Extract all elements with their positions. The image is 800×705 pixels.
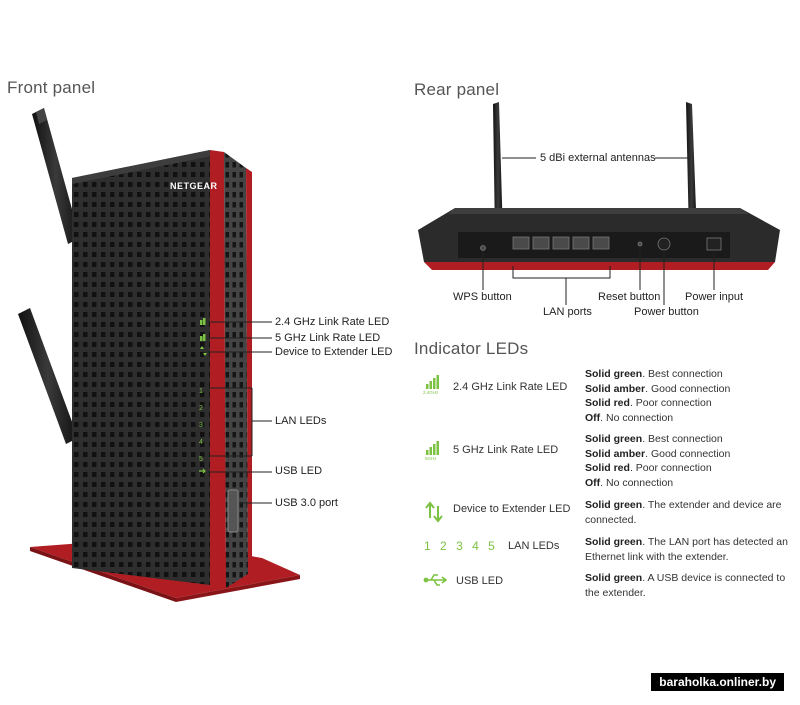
state-bold: Solid red bbox=[585, 397, 630, 409]
front-antenna-lower bbox=[18, 308, 78, 444]
state-text: . Poor connection bbox=[629, 397, 712, 409]
indicator-leds-heading: Indicator LEDs bbox=[414, 339, 529, 358]
front-lan-numbers: 1 2 3 4 5 bbox=[199, 383, 203, 468]
signal-bars-icon-24 bbox=[426, 375, 439, 389]
state-text: . Best connection bbox=[642, 433, 723, 445]
indicator-name: Device to Extender LED bbox=[453, 503, 571, 515]
indicator-name: 2.4 GHz Link Rate LED bbox=[453, 381, 568, 393]
rear-ports bbox=[480, 236, 722, 251]
front-antenna-upper bbox=[32, 108, 80, 244]
brand-logo: NETGEAR bbox=[170, 181, 218, 191]
state-bold: Solid green bbox=[585, 536, 643, 548]
numbers-icon: 1 2 3 4 5 bbox=[424, 539, 495, 553]
state-bold: Off bbox=[585, 411, 601, 424]
front-led-column bbox=[199, 318, 207, 474]
front-callout-lines bbox=[208, 321, 272, 504]
label-lan-leds: LAN LEDs bbox=[275, 415, 327, 427]
indicator-name: USB LED bbox=[456, 575, 504, 587]
rear-antenna-right bbox=[686, 102, 697, 236]
label-24ghz-led: 2.4 GHz Link Rate LED bbox=[275, 316, 390, 328]
extender-body bbox=[72, 150, 252, 588]
label-power-input: Power input bbox=[685, 291, 744, 303]
indicator-description: Solid green. Best connection Solid amber… bbox=[585, 367, 790, 425]
state-text: . Good connection bbox=[645, 447, 731, 460]
icon-caption-5: 5GHz bbox=[425, 456, 437, 461]
label-wps-button: WPS button bbox=[453, 291, 512, 303]
state-text: . The LAN port has detected an Ethernet … bbox=[585, 536, 788, 563]
indicator-description: Solid green. The LAN port has detected a… bbox=[585, 535, 795, 564]
label-antennas: 5 dBi external antennas bbox=[540, 152, 656, 164]
rear-callout-lines bbox=[482, 248, 715, 305]
state-text: . Good connection bbox=[645, 382, 731, 395]
state-bold: Solid red bbox=[585, 462, 630, 474]
state-text: . No connection bbox=[600, 476, 674, 489]
icon-caption-24: 2.4GHz bbox=[423, 390, 439, 395]
state-bold: Solid amber bbox=[585, 447, 646, 460]
front-lan-number: 1 bbox=[199, 388, 203, 395]
label-reset-button: Reset button bbox=[598, 291, 661, 303]
label-lan-ports: LAN ports bbox=[543, 306, 592, 318]
state-text: . The extender and device are connected. bbox=[585, 499, 782, 526]
usb-icon bbox=[423, 574, 448, 586]
indicator-description: Solid green. The extender and device are… bbox=[585, 498, 790, 527]
label-usb-port: USB 3.0 port bbox=[275, 497, 338, 509]
front-lan-number: 2 bbox=[199, 405, 203, 412]
lan-number: 1 bbox=[424, 539, 431, 553]
state-bold: Solid green bbox=[585, 499, 643, 511]
up-down-arrows-icon bbox=[425, 501, 443, 523]
label-device-extender-led: Device to Extender LED bbox=[275, 346, 393, 358]
wps-button-dot bbox=[480, 245, 486, 251]
indicator-description: Solid green. A USB device is connected t… bbox=[585, 571, 795, 600]
rear-antenna-left bbox=[493, 102, 503, 236]
front-lan-number: 4 bbox=[199, 439, 203, 446]
state-bold: Solid green bbox=[585, 433, 643, 445]
state-text: . Best connection bbox=[642, 368, 723, 380]
front-lan-number: 3 bbox=[199, 422, 203, 429]
state-bold: Solid green bbox=[585, 368, 643, 380]
lan-number: 2 bbox=[440, 539, 447, 553]
label-usb-led: USB LED bbox=[275, 465, 323, 477]
label-5ghz-led: 5 GHz Link Rate LED bbox=[275, 332, 381, 344]
signal-bars-icon-5 bbox=[426, 441, 439, 455]
usb-port-slot bbox=[227, 489, 239, 533]
label-power-button: Power button bbox=[634, 306, 699, 318]
state-text: . No connection bbox=[600, 411, 674, 424]
indicator-name: LAN LEDs bbox=[508, 540, 560, 552]
indicator-name: 5 GHz Link Rate LED bbox=[453, 444, 559, 456]
state-bold: Off bbox=[585, 476, 601, 489]
watermark: baraholka.onliner.by bbox=[651, 673, 784, 691]
lan-number: 4 bbox=[472, 539, 479, 553]
front-lan-number: 5 bbox=[199, 456, 203, 463]
state-bold: Solid amber bbox=[585, 382, 646, 395]
state-bold: Solid green bbox=[585, 572, 643, 584]
state-text: . A USB device is connected to the exten… bbox=[585, 572, 786, 599]
lan-number: 5 bbox=[488, 539, 495, 553]
front-panel-heading: Front panel bbox=[7, 78, 96, 97]
lan-number: 3 bbox=[456, 539, 463, 553]
rear-panel-heading: Rear panel bbox=[414, 80, 500, 99]
indicator-description: Solid green. Best connection Solid amber… bbox=[585, 432, 790, 490]
state-text: . Poor connection bbox=[629, 462, 712, 474]
